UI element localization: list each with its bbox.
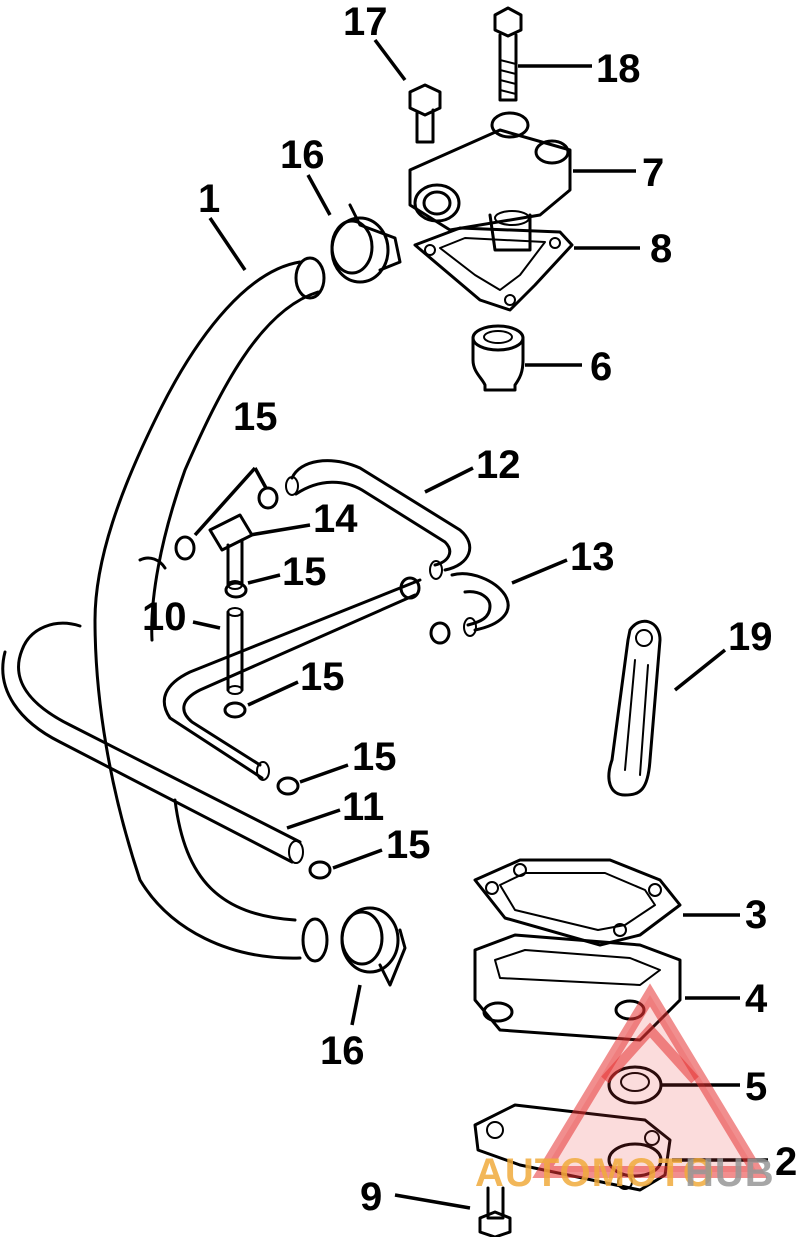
callout-15-lower: 15	[300, 655, 345, 699]
watermark-text-hub: HUB	[685, 1151, 775, 1195]
part-16-large-clamps	[330, 203, 407, 987]
callout-14: 14	[313, 497, 358, 541]
watermark-text-automoto: AUTOMOTO	[475, 1151, 715, 1195]
callout-17: 17	[343, 0, 388, 44]
part-15-clamps	[138, 486, 451, 880]
part-9-bolt	[478, 1186, 512, 1237]
part-6-cap	[471, 324, 525, 392]
callout-3: 3	[745, 893, 767, 937]
callout-labels: 1 2 3 4 5 6 7 8 9 10 11 12 13 14 15 15 1…	[142, 0, 797, 1219]
part-13-hose	[450, 572, 510, 637]
callout-15-bottom: 15	[386, 823, 431, 867]
part-10-hose-loop	[162, 578, 422, 781]
callout-9: 9	[360, 1175, 382, 1219]
callout-10: 10	[142, 595, 187, 639]
callout-16-bottom: 16	[320, 1029, 365, 1073]
callout-15-top: 15	[233, 395, 278, 439]
callout-7: 7	[642, 151, 664, 195]
callout-16-top: 16	[280, 133, 325, 177]
callout-4: 4	[745, 977, 768, 1021]
callout-5: 5	[745, 1065, 767, 1109]
callout-8: 8	[650, 227, 672, 271]
callout-11: 11	[342, 785, 384, 829]
callout-18: 18	[596, 47, 641, 91]
part-18-bolt	[493, 6, 523, 102]
callout-19: 19	[728, 615, 773, 659]
watermark: AUTOMOTO HUB	[475, 983, 775, 1195]
part-14-tee-fitting	[208, 513, 254, 590]
callout-6: 6	[590, 345, 612, 389]
part-12-hose	[285, 459, 472, 580]
callout-15-low: 15	[352, 735, 397, 779]
callout-15-middle: 15	[282, 550, 327, 594]
callout-12: 12	[476, 443, 521, 487]
part-8-gasket	[413, 226, 574, 312]
callout-2: 2	[775, 1140, 797, 1184]
part-7-housing	[408, 111, 572, 252]
callout-13: 13	[570, 535, 615, 579]
part-3-gasket	[473, 858, 682, 947]
part-19-strap	[607, 619, 662, 797]
leader-lines	[192, 38, 768, 1210]
part-17-bolt	[408, 83, 442, 144]
part-1-large-hose	[93, 256, 329, 963]
callout-1: 1	[198, 177, 220, 221]
part-11-hose	[1, 621, 304, 864]
